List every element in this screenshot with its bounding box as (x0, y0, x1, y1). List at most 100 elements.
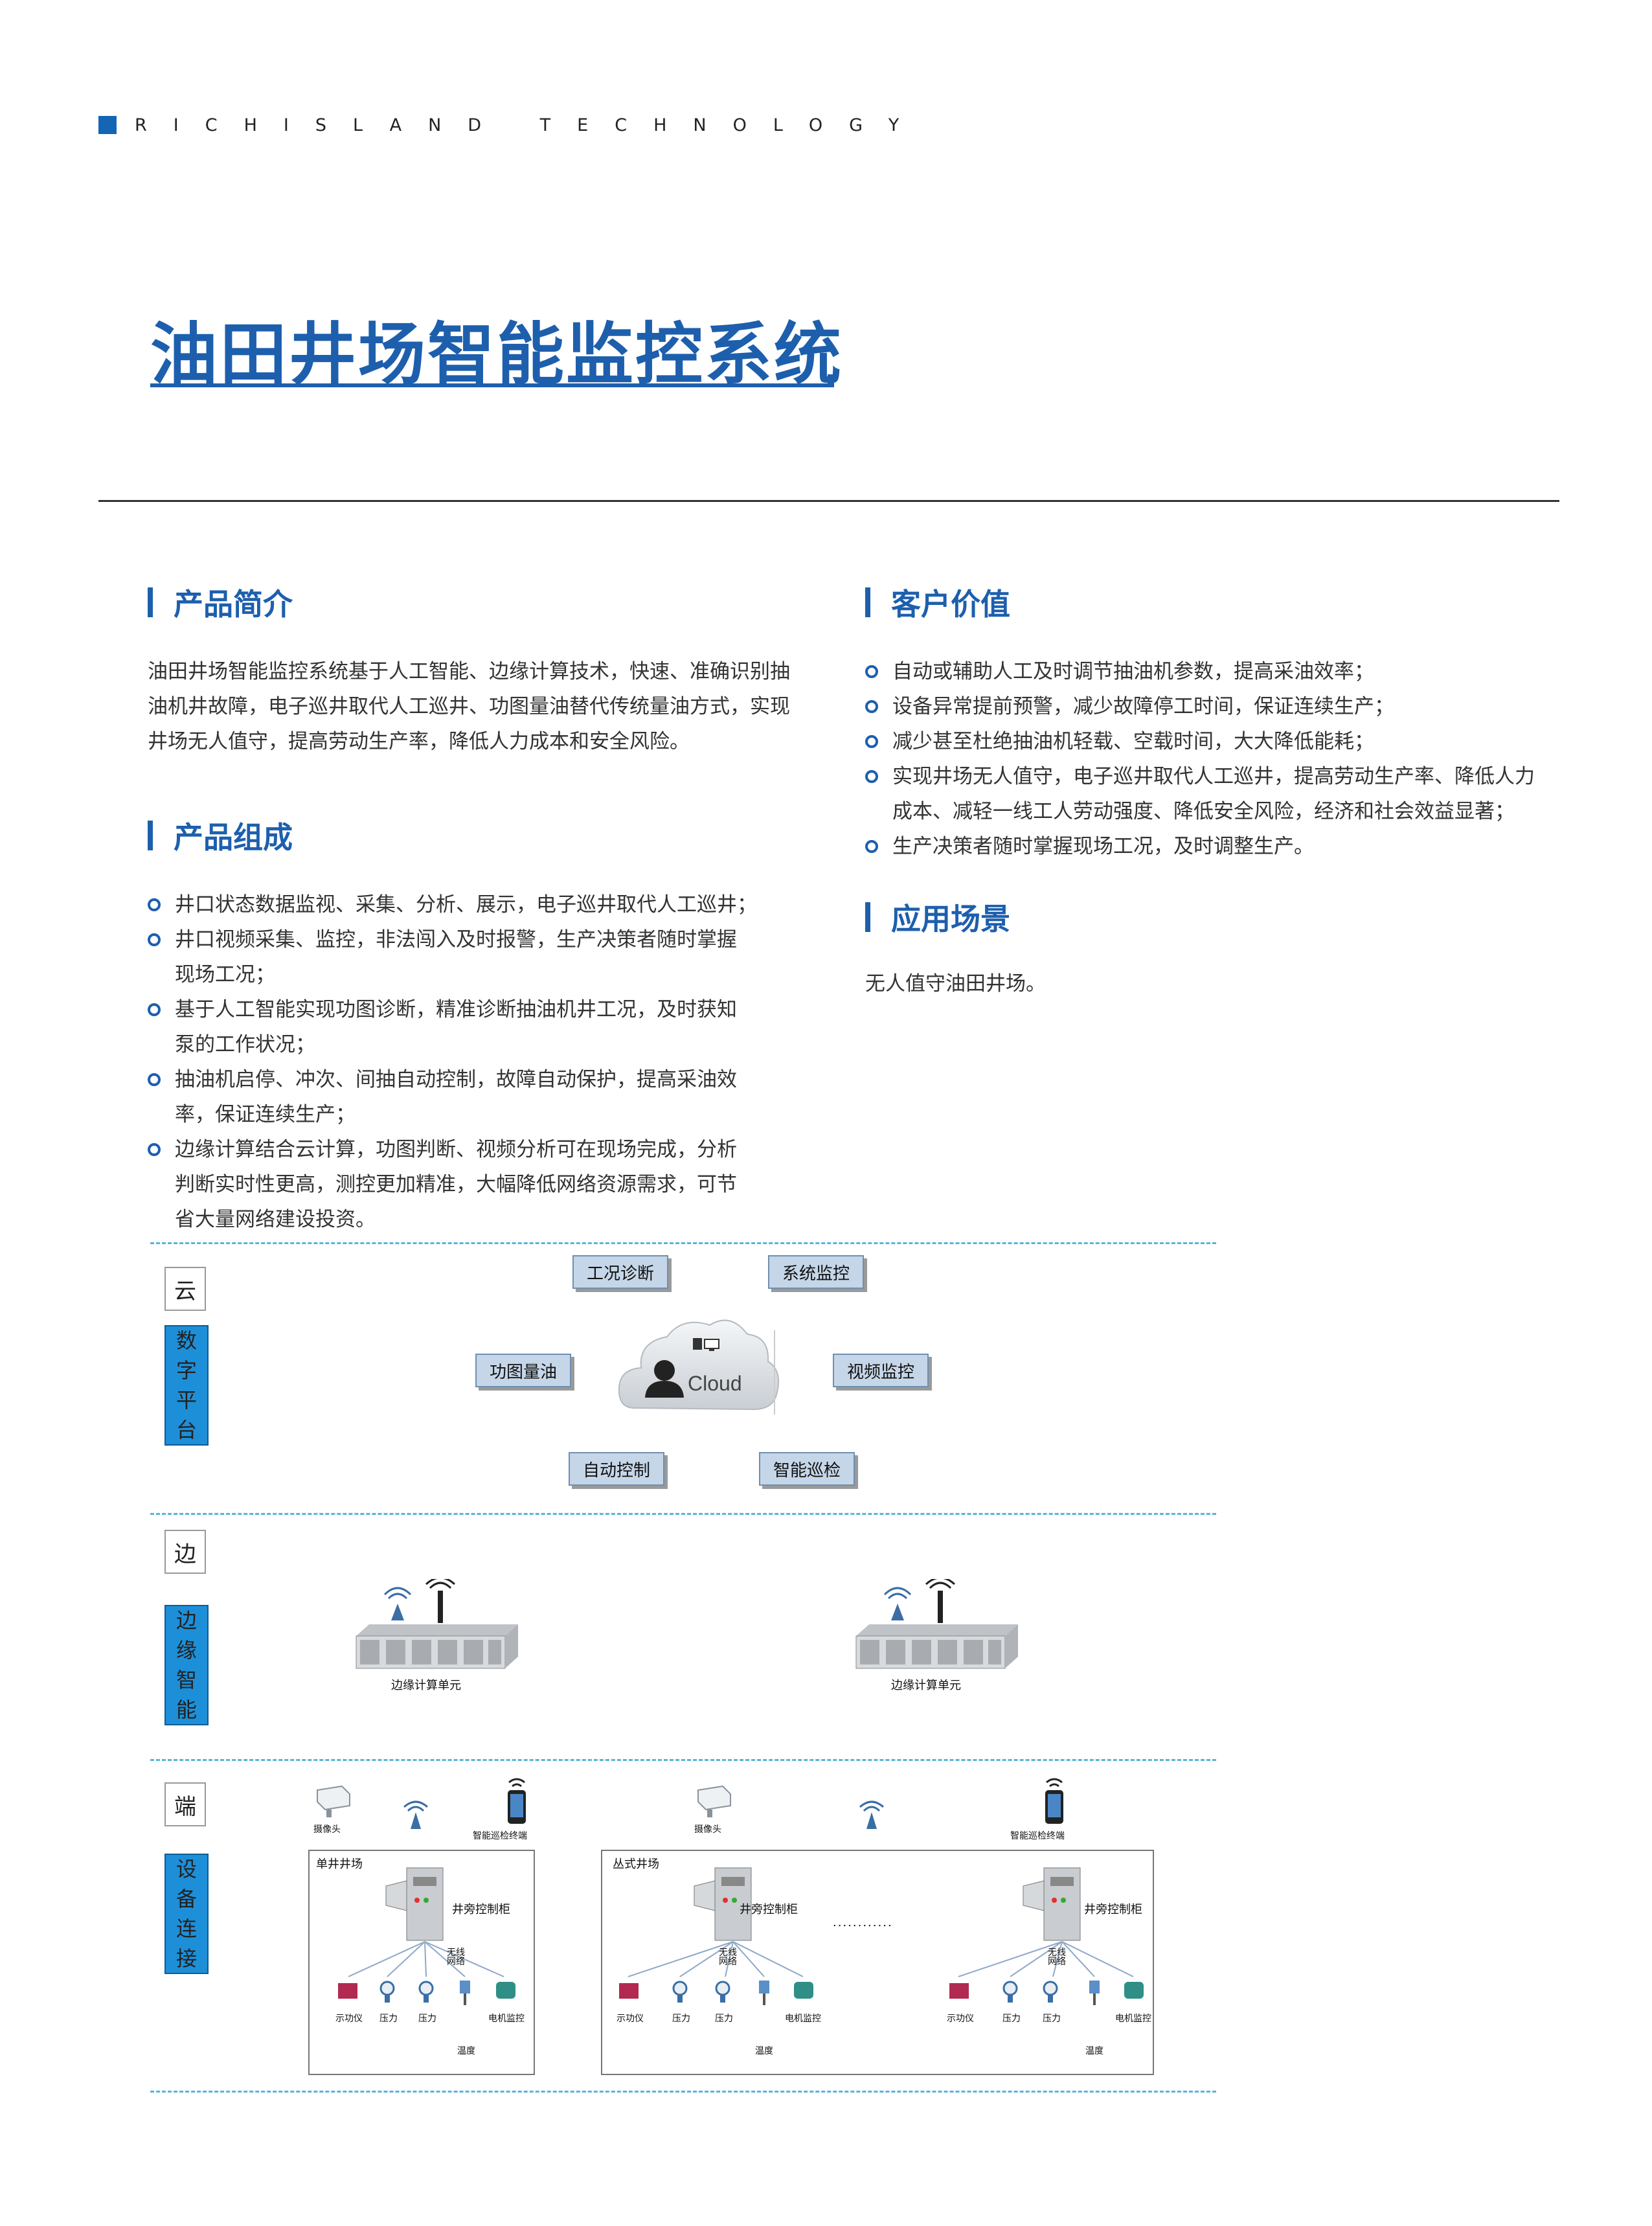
temperature-label: 温度 (457, 2046, 475, 2056)
cluster-well-site-panel: 丛式井场 井旁控制柜 井旁控制柜 ............ 无线 网络 无线 网… (601, 1850, 1154, 2075)
list-item: 自动或辅助人工及时调节抽油机参数，提高采油效率； (865, 654, 1571, 689)
cloud-platform: Cloud (615, 1311, 785, 1431)
edge-server-icon (855, 1576, 1018, 1669)
heading-bar (865, 902, 870, 932)
intro-line: 油田井场智能监控系统基于人工智能、边缘计算技术，快速、准确识别抽 (148, 660, 790, 683)
list-line: 设备异常提前预警，减少故障停工时间，保证连续生产； (892, 695, 1394, 718)
tier-char: 设 (175, 1857, 197, 1881)
list-item: 抽油机启停、冲次、间抽自动控制，故障自动保护，提高采油效 率，保证连续生产； (148, 1062, 821, 1132)
terminal-right: 智能巡检终端 (1009, 1773, 1100, 1841)
camera-icon (317, 1785, 350, 1817)
list-line: 成本、减轻一线工人劳动强度、降低安全风险，经济和社会效益显著； (892, 800, 1515, 823)
edge-server-icon (356, 1576, 518, 1669)
sensor-label: 示功仪 (617, 2014, 644, 2024)
bullet-icon (148, 1143, 161, 1156)
intro-title: 产品简介 (174, 587, 293, 622)
list-line: 泵的工作状况； (175, 1033, 315, 1056)
list-line: 率，保证连续生产； (175, 1103, 356, 1126)
list-item: 实现井场无人值守，电子巡井取代人工巡井，提高劳动生产率、降低人力 成本、减轻一线… (865, 759, 1571, 829)
terminal-label: 智能巡检终端 (473, 1831, 527, 1841)
wireless-network-label: 无线 网络 (719, 1948, 737, 1967)
bullet-icon (865, 665, 878, 678)
cabinet-icons (628, 1867, 1134, 1977)
node-dynamometer-metering: 功图量油 (475, 1354, 571, 1387)
list-line: 省大量网络建设投资。 (175, 1208, 376, 1231)
list-item: 减少甚至杜绝抽油机轻载、空载时间，大大降低能耗； (865, 724, 1571, 759)
sensor-label: 电机监控 (488, 2014, 525, 2024)
sensor-label: 压力 (418, 2014, 436, 2024)
sensor-icons (338, 1981, 515, 2005)
sensor-label: 电机监控 (785, 2014, 821, 2024)
list-line: 减少甚至杜绝抽油机轻载、空载时间，大大降低能耗； (892, 730, 1374, 753)
list-item: 边缘计算结合云计算，功图判断、视频分析可在现场完成，分析 判断实时性更高，测控更… (148, 1132, 821, 1237)
bullet-icon (865, 700, 878, 713)
camera-icon (697, 1785, 731, 1817)
page-title: 油田井场智能监控系统 (150, 315, 844, 394)
sensor-label: 示功仪 (947, 2014, 974, 2024)
bullet-icon (865, 735, 878, 748)
list-line: 边缘计算结合云计算，功图判断、视频分析可在现场完成，分析 (175, 1138, 737, 1161)
single-site-label: 单井井场 (316, 1857, 363, 1871)
tier-char: 智 (175, 1668, 197, 1692)
wireless-icon (859, 1800, 884, 1829)
list-line: 实现井场无人值守，电子巡井取代人工巡井，提高劳动生产率、降低人力 (892, 765, 1535, 788)
intro-text: 油田井场智能监控系统基于人工智能、边缘计算技术，快速、准确识别抽 油机井故障，电… (148, 654, 821, 759)
list-line: 自动或辅助人工及时调节抽油机参数，提高采油效率； (892, 660, 1374, 683)
bullet-icon (148, 933, 161, 946)
title-underline (150, 383, 830, 387)
temperature-label: 温度 (1085, 2046, 1103, 2056)
wireless-left (396, 1800, 435, 1839)
edge-unit-right: 边缘计算单元 (850, 1576, 1024, 1696)
bullet-icon (865, 840, 878, 853)
list-line: 井口视频采集、监控，非法闯入及时报警，生产决策者随时掌握 (175, 928, 737, 951)
tier-divider (150, 1242, 1216, 1244)
bullet-icon (148, 1003, 161, 1016)
list-line: 现场工况； (175, 963, 275, 986)
camera-right: 摄像头 (694, 1784, 746, 1842)
single-well-site-panel: 单井井场 井旁控制柜 无线 网络 示功仪 压力 压力 电机监控 温度 (308, 1850, 535, 2075)
terminal-label: 智能巡检终端 (1010, 1831, 1065, 1841)
heading-bar (865, 587, 870, 617)
tier-device-label: 设 备 连 接 (164, 1854, 209, 1974)
value-list: 自动或辅助人工及时调节抽油机参数，提高采油效率； 设备异常提前预警，减少故障停工… (865, 654, 1571, 864)
tier-cloud-box: 云 (164, 1267, 206, 1311)
sensor-label: 压力 (1002, 2014, 1021, 2024)
node-auto-control: 自动控制 (569, 1452, 664, 1486)
sensor-label: 压力 (715, 2014, 733, 2024)
list-item: 设备异常提前预警，减少故障停工时间，保证连续生产； (865, 689, 1571, 724)
brand-header: RICHISLAND TECHNOLOGY (98, 114, 925, 136)
camera-label: 摄像头 (313, 1824, 341, 1835)
tier-char: 字 (175, 1358, 197, 1383)
value-heading: 客户价值 (865, 583, 1571, 622)
composition-heading: 产品组成 (148, 816, 821, 855)
node-system-monitor: 系统监控 (768, 1255, 864, 1289)
list-line: 判断实时性更高，测控更加精准，大幅降低网络资源需求，可节 (175, 1173, 737, 1196)
wireless-right (852, 1800, 891, 1839)
bullet-icon (148, 1073, 161, 1086)
cabinet-label: 井旁控制柜 (740, 1903, 798, 1916)
heading-bar (148, 587, 153, 617)
sensor-label: 压力 (1043, 2014, 1061, 2024)
tier-edge-box: 边 (164, 1530, 206, 1574)
sensor-icons (619, 1981, 1144, 2005)
wireless-network-label: 无线 网络 (1048, 1948, 1066, 1967)
tier-char: 连 (175, 1916, 197, 1941)
cloud-icon (618, 1319, 780, 1414)
bullet-icon (865, 770, 878, 783)
brand-square-icon (98, 116, 117, 134)
scenario-heading: 应用场景 (865, 898, 1571, 937)
camera-left: 摄像头 (313, 1784, 365, 1842)
tier-divider (150, 1759, 1216, 1761)
cabinet-label: 井旁控制柜 (1084, 1903, 1142, 1916)
bullet-icon (148, 898, 161, 911)
more-sites-ellipsis: ............ (833, 1916, 893, 1929)
sensor-label: 电机监控 (1115, 2014, 1151, 2024)
tier-cloud-label: 数 字 平 台 (164, 1325, 209, 1446)
tier-divider (150, 2091, 1216, 2093)
intro-line: 井场无人值守，提高劳动生产率，降低人力成本和安全风险。 (148, 730, 690, 753)
tier-edge-label: 边 缘 智 能 (164, 1605, 209, 1725)
header-divider (98, 500, 1559, 502)
temperature-label: 温度 (755, 2046, 773, 2056)
tier-char: 平 (175, 1388, 197, 1413)
composition-list: 井口状态数据监视、采集、分析、展示，电子巡井取代人工巡井； 井口视频采集、监控，… (148, 887, 821, 1237)
